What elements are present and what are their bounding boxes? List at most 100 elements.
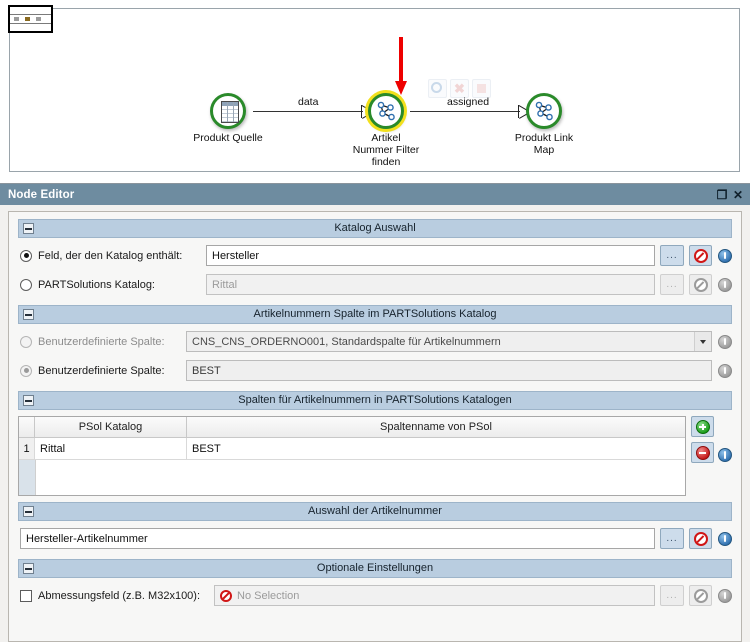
spalten-table-wrapper: PSol Katalog Spaltenname von PSol 1 Ritt… (18, 416, 732, 496)
node-editor-body: Katalog Auswahl Feld, der den Katalog en… (0, 205, 750, 642)
section-header-katalog-auswahl[interactable]: Katalog Auswahl (18, 219, 732, 238)
undock-icon[interactable]: ❐ (716, 187, 728, 202)
row-auswahl-artikelnummer: Hersteller-Artikelnummer ... (18, 527, 732, 550)
canvas-frame[interactable]: ✖ data assigned Produkt Quelle (9, 8, 740, 172)
node-icon-wrapper (210, 93, 246, 129)
table-icon (221, 101, 239, 123)
node-editor-content: Katalog Auswahl Feld, der den Katalog en… (8, 211, 742, 642)
radio-partsolutions-katalog[interactable] (20, 278, 32, 291)
node-editor-titlebar: Node Editor ❐ ✕ (0, 184, 750, 206)
clear-button-abmessungsfeld (689, 585, 712, 606)
info-icon-benutzerdefinierte-spalte (718, 363, 732, 378)
info-icon-auswahl-artikelnummer[interactable] (718, 531, 732, 546)
input-feld-katalog[interactable]: Hersteller (206, 245, 655, 266)
edge-label-assigned: assigned (447, 96, 490, 108)
section-header-spalten-tabelle[interactable]: Spalten für Artikelnummern in PARTSoluti… (18, 391, 732, 410)
input-partsolutions-katalog[interactable]: Rittal (206, 274, 655, 295)
label-benutzerdefinierte-spalte: Benutzerdefinierte Spalte: (38, 364, 165, 377)
table-header-row: PSol Katalog Spaltenname von PSol (19, 417, 685, 438)
node-icon-wrapper (368, 93, 404, 129)
node-label-line: Nummer Filter (352, 144, 420, 156)
no-entry-icon (693, 588, 708, 603)
label-standardspalte: Benutzerdefinierte Spalte: (38, 335, 165, 348)
input-abmessungsfeld[interactable]: No Selection (214, 585, 655, 606)
network-icon (377, 101, 395, 121)
select-value: CNS_CNS_ORDERNO001, Standardspalte für A… (192, 335, 501, 348)
collapse-icon[interactable] (23, 563, 34, 574)
info-icon-spalten-tabelle[interactable] (718, 448, 732, 462)
network-icon (535, 101, 553, 121)
no-entry-icon (693, 277, 708, 292)
input-benutzerdefinierte-spalte[interactable]: BEST (186, 360, 712, 381)
section-header-auswahl-artikelnummer[interactable]: Auswahl der Artikelnummer (18, 502, 732, 521)
row-feld-katalog: Feld, der den Katalog enthält: Herstelle… (18, 244, 732, 267)
row-benutzerdefinierte-spalte: Benutzerdefinierte Spalte: BEST (18, 359, 732, 382)
cell-psol-katalog[interactable]: Rittal (35, 438, 187, 459)
row-standardspalte: Benutzerdefinierte Spalte: CNS_CNS_ORDER… (18, 330, 732, 353)
clear-button-feld-katalog[interactable] (689, 245, 712, 266)
node-icon-wrapper (526, 93, 562, 129)
input-auswahl-artikelnummer[interactable]: Hersteller-Artikelnummer (20, 528, 655, 549)
collapse-icon[interactable] (23, 309, 34, 320)
browse-button-feld-katalog[interactable]: ... (660, 245, 684, 266)
radio-benutzerdefinierte-spalte[interactable] (20, 364, 32, 377)
checkbox-abmessungsfeld[interactable] (20, 589, 32, 602)
node-label: Artikel Nummer Filter finden (326, 132, 446, 168)
annotation-arrow-icon (395, 37, 407, 97)
workflow-canvas[interactable]: ✖ data assigned Produkt Quelle (0, 0, 750, 183)
node-produkt-link-map[interactable]: Produkt Link Map (484, 93, 604, 156)
stop-icon[interactable] (472, 79, 491, 98)
minimap-nodes (14, 16, 48, 22)
table-row[interactable]: 1 Rittal BEST (19, 438, 685, 460)
section-header-artikelnummern-spalte[interactable]: Artikelnummern Spalte im PARTSolutions K… (18, 305, 732, 324)
collapse-icon[interactable] (23, 395, 34, 406)
label-partsolutions-katalog: PARTSolutions Katalog: (38, 278, 155, 291)
minus-icon (695, 445, 710, 460)
input-abmessungsfeld-value: No Selection (237, 589, 300, 602)
label-abmessungsfeld: Abmessungsfeld (z.B. M32x100): (38, 589, 201, 602)
radio-feld-katalog[interactable] (20, 249, 32, 262)
clear-button-auswahl-artikelnummer[interactable] (689, 528, 712, 549)
table-side-buttons (691, 416, 732, 468)
execute-icon[interactable] (428, 79, 447, 98)
spalten-table[interactable]: PSol Katalog Spaltenname von PSol 1 Ritt… (18, 416, 686, 496)
collapse-icon[interactable] (23, 506, 34, 517)
collapse-icon[interactable] (23, 223, 34, 234)
browse-button-auswahl-artikelnummer[interactable]: ... (660, 528, 684, 549)
chevron-down-icon[interactable] (694, 332, 711, 351)
info-icon-abmessungsfeld (718, 588, 732, 603)
node-label: Produkt Quelle (193, 132, 263, 144)
edge-arrowhead-icon (361, 105, 373, 118)
row-partsolutions-katalog: PARTSolutions Katalog: Rittal ... (18, 273, 732, 296)
close-icon[interactable]: ✕ (732, 187, 744, 202)
node-label-line: Map (533, 144, 555, 156)
browse-button-partsolutions-katalog: ... (660, 274, 684, 295)
section-title: Artikelnummern Spalte im PARTSolutions K… (253, 308, 497, 320)
no-entry-icon (693, 248, 708, 263)
node-artikel-nummer-filter-finden[interactable]: Artikel Nummer Filter finden (326, 93, 446, 168)
section-header-optionale-einstellungen[interactable]: Optionale Einstellungen (18, 559, 732, 578)
overview-minimap[interactable] (8, 5, 53, 33)
add-row-button[interactable] (691, 416, 714, 437)
section-title: Optionale Einstellungen (316, 562, 434, 574)
info-icon-feld-katalog[interactable] (718, 248, 732, 263)
table-gutter (19, 460, 36, 495)
cell-spaltenname[interactable]: BEST (192, 442, 221, 455)
remove-row-button[interactable] (691, 442, 714, 463)
column-header-spaltenname[interactable]: Spaltenname von PSol (187, 417, 685, 437)
node-float-toolbar[interactable]: ✖ (428, 79, 491, 98)
radio-standardspalte[interactable] (20, 335, 32, 348)
section-title: Spalten für Artikelnummern in PARTSoluti… (238, 394, 512, 406)
info-icon-standardspalte (718, 334, 732, 349)
section-title: Auswahl der Artikelnummer (308, 505, 442, 517)
clear-button-partsolutions-katalog (689, 274, 712, 295)
cancel-icon[interactable]: ✖ (450, 79, 469, 98)
minimap-line (10, 23, 51, 24)
select-standardspalte[interactable]: CNS_CNS_ORDERNO001, Standardspalte für A… (186, 331, 712, 352)
node-produkt-quelle[interactable]: Produkt Quelle (168, 93, 288, 144)
no-entry-icon (693, 531, 708, 546)
column-header-index (19, 417, 35, 437)
info-icon-partsolutions-katalog (718, 277, 732, 292)
column-header-psol-katalog[interactable]: PSol Katalog (35, 417, 187, 437)
edge-data (253, 111, 363, 112)
